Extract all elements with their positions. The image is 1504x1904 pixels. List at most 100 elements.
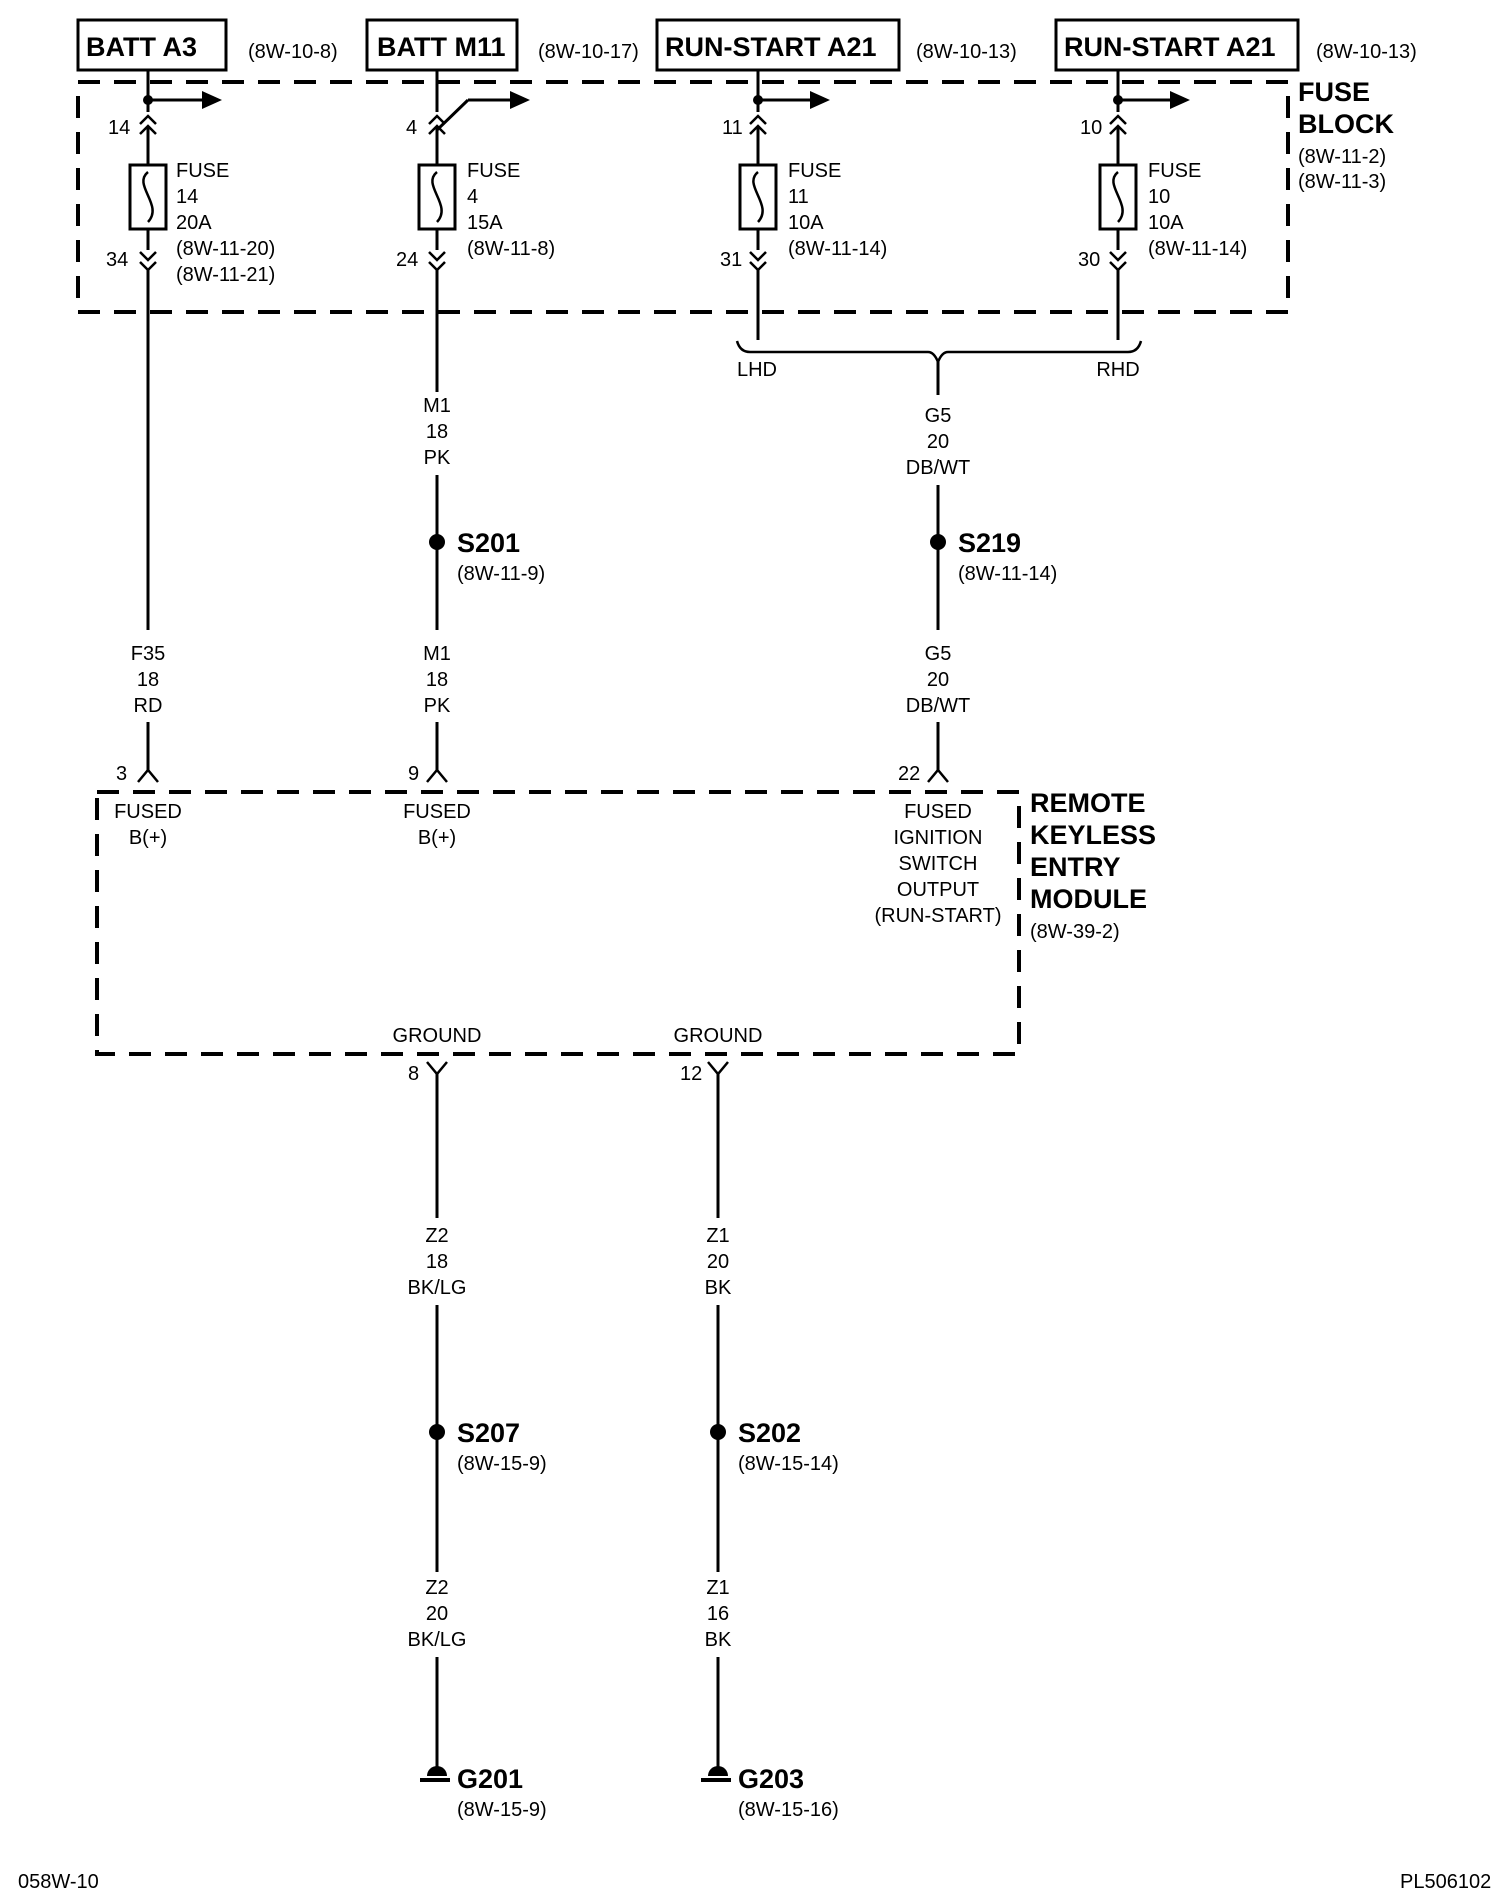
pin-number: 8 <box>408 1063 419 1085</box>
pin-label: B(+) <box>129 827 167 849</box>
wire-color: DB/WT <box>906 695 970 717</box>
module-title: KEYLESS <box>1030 820 1156 850</box>
ground-g201: G201 (8W-15-9) <box>420 1764 547 1821</box>
wire-gauge: 18 <box>426 669 448 691</box>
pin-label: FUSED <box>904 801 972 823</box>
wire-circuit: Z2 <box>425 1577 448 1599</box>
pin-number: 14 <box>108 117 130 139</box>
wire-color: RD <box>134 695 163 717</box>
wire-f35: F35 18 RD <box>131 270 165 770</box>
source-name: RUN-START A21 <box>665 32 877 62</box>
source-batt-a3: BATT A3 (8W-10-8) <box>76 18 338 72</box>
fuse-ref: (8W-11-14) <box>788 238 887 260</box>
splice-s202: S202 (8W-15-14) <box>710 1418 839 1475</box>
fuse-number: 14 <box>176 186 198 208</box>
source-name: BATT A3 <box>86 32 197 62</box>
source-run-start-lhd: RUN-START A21 (8W-10-13) <box>655 18 1017 72</box>
fuse-label: FUSE <box>788 160 841 182</box>
fuse-rating: 20A <box>176 212 212 234</box>
source-name: RUN-START A21 <box>1064 32 1276 62</box>
wire-color: PK <box>424 447 451 469</box>
pin-number: 4 <box>406 117 417 139</box>
ground-name: G201 <box>457 1764 523 1794</box>
splice-ref: (8W-15-14) <box>738 1453 839 1475</box>
fuse-10: 10 30 FUSE 10 10A (8W-11-14) <box>1078 70 1247 272</box>
fuse-block-title: FUSE <box>1298 77 1370 107</box>
fuse-ref: (8W-11-14) <box>1148 238 1247 260</box>
splice-ref: (8W-15-9) <box>457 1453 547 1475</box>
wire-gauge: 18 <box>137 669 159 691</box>
module-ref: (8W-39-2) <box>1030 921 1120 943</box>
wire-gauge: 18 <box>426 1251 448 1273</box>
rhd-label: RHD <box>1096 359 1139 381</box>
remote-keyless-entry-module: REMOTE KEYLESS ENTRY MODULE (8W-39-2) <box>95 788 1156 1056</box>
source-ref: (8W-10-13) <box>1316 41 1417 63</box>
wire-z1: Z1 20 BK Z1 16 BK <box>705 1074 732 1774</box>
wire-circuit: Z1 <box>706 1577 729 1599</box>
wire-color: BK <box>705 1629 732 1651</box>
module-title: ENTRY <box>1030 852 1121 882</box>
pin-label: B(+) <box>418 827 456 849</box>
fuse-label: FUSE <box>467 160 520 182</box>
source-batt-m11: BATT M11 (8W-10-17) <box>365 18 639 72</box>
wire-color: PK <box>424 695 451 717</box>
pin-number: 11 <box>722 117 743 139</box>
fuse-number: 10 <box>1148 186 1170 208</box>
fuse-number: 11 <box>788 186 809 208</box>
wire-gauge: 20 <box>927 431 949 453</box>
ground-g203: G203 (8W-15-16) <box>701 1764 839 1821</box>
splice-name: S201 <box>457 528 520 558</box>
wire-circuit: G5 <box>925 643 952 665</box>
pin-label: GROUND <box>393 1025 482 1047</box>
ground-icon <box>708 1766 728 1776</box>
module-pin-9: 9 FUSED B(+) <box>403 763 471 849</box>
fuse-block-ref: (8W-11-2) <box>1298 146 1386 168</box>
lhd-label: LHD <box>737 359 777 381</box>
splice-ref: (8W-11-9) <box>457 563 545 585</box>
fuse-block-ref: (8W-11-3) <box>1298 171 1386 193</box>
ground-name: G203 <box>738 1764 804 1794</box>
pin-label: FUSED <box>403 801 471 823</box>
fuse-label: FUSE <box>1148 160 1201 182</box>
footer-right: PL506102 <box>1400 1871 1491 1893</box>
wire-color: BK/LG <box>408 1277 467 1299</box>
fuse-block-title: BLOCK <box>1298 109 1394 139</box>
splice-s201: S201 (8W-11-9) <box>429 528 545 585</box>
wire-color: BK <box>705 1277 732 1299</box>
ground-icon <box>427 1766 447 1776</box>
wire-circuit: Z2 <box>425 1225 448 1247</box>
wire-circuit: G5 <box>925 405 952 427</box>
pin-label: FUSED <box>114 801 182 823</box>
pin-label: GROUND <box>674 1025 763 1047</box>
wire-gauge: 16 <box>707 1603 729 1625</box>
pin-label: SWITCH <box>899 853 978 875</box>
pin-number: 10 <box>1080 117 1102 139</box>
wire-gauge: 18 <box>426 421 448 443</box>
module-title: MODULE <box>1030 884 1147 914</box>
pin-label: IGNITION <box>894 827 983 849</box>
fuse-11: 11 31 FUSE 11 10A (8W-11-14) <box>720 70 887 272</box>
wire-g5: G5 20 DB/WT G5 20 DB/WT <box>906 362 970 770</box>
wire-circuit: M1 <box>423 643 451 665</box>
wire-circuit: F35 <box>131 643 165 665</box>
wire-gauge: 20 <box>927 669 949 691</box>
fuse-ref: (8W-11-20) <box>176 238 275 260</box>
pin-number: 9 <box>408 763 419 785</box>
fuse-ref: (8W-11-8) <box>467 238 555 260</box>
pin-number: 31 <box>720 249 742 271</box>
source-ref: (8W-10-13) <box>916 41 1017 63</box>
wire-gauge: 20 <box>707 1251 729 1273</box>
source-name: BATT M11 <box>377 32 506 62</box>
pin-number: 30 <box>1078 249 1100 271</box>
splice-name: S219 <box>958 528 1021 558</box>
module-pin-22: 22 FUSED IGNITION SWITCH OUTPUT (RUN-STA… <box>874 763 1001 927</box>
fuse-label: FUSE <box>176 160 229 182</box>
fuse-block: FUSE BLOCK (8W-11-2) (8W-11-3) <box>76 77 1394 314</box>
pin-number: 22 <box>898 763 920 785</box>
fuse-14: 14 34 FUSE 14 20A (8W-11-20) (8W-11-21) <box>106 70 275 286</box>
pin-number: 24 <box>396 249 418 271</box>
splice-name: S202 <box>738 1418 801 1448</box>
ground-ref: (8W-15-16) <box>738 1799 839 1821</box>
wire-color: DB/WT <box>906 457 970 479</box>
